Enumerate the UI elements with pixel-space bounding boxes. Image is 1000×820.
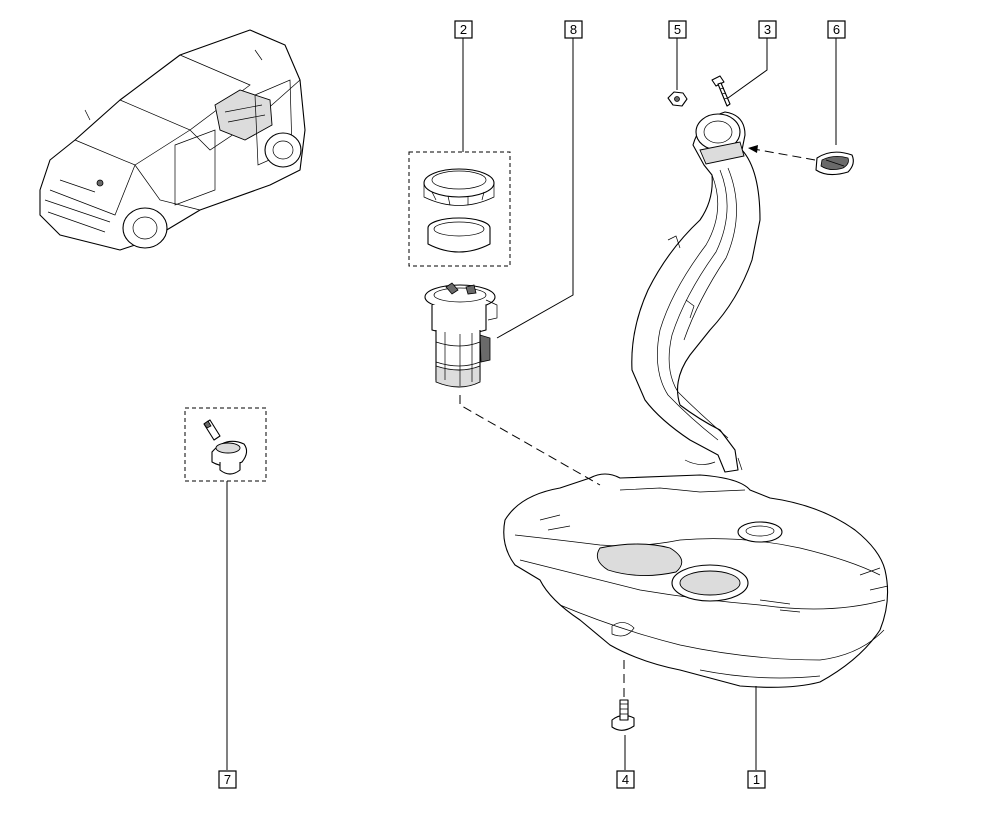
bolt	[611, 699, 635, 731]
assembly-guide-lines	[459, 145, 816, 700]
callout-5: 5	[668, 20, 687, 39]
callout-4-label: 4	[622, 772, 629, 787]
callout-1: 1	[747, 770, 766, 789]
callout-4: 4	[616, 770, 635, 789]
tank-seal	[427, 217, 491, 253]
part-2-group-box	[408, 151, 511, 267]
fuel-pump-module	[424, 282, 498, 388]
callout-2-label: 2	[460, 22, 467, 37]
locking-ring	[423, 168, 495, 206]
callout-6: 6	[827, 20, 846, 39]
fuel-tank	[503, 473, 889, 688]
callout-6-label: 6	[833, 22, 840, 37]
callout-7: 7	[218, 770, 237, 789]
callout-5-label: 5	[674, 22, 681, 37]
clip-and-grommet	[203, 419, 248, 475]
callout-8: 8	[564, 20, 583, 39]
callout-3-label: 3	[764, 22, 771, 37]
leader-lines	[226, 37, 837, 770]
callout-1-label: 1	[753, 772, 760, 787]
nut	[667, 91, 688, 107]
filler-cap	[815, 151, 854, 176]
callout-7-label: 7	[224, 772, 231, 787]
callout-3: 3	[758, 20, 777, 39]
callout-8-label: 8	[570, 22, 577, 37]
filler-neck-pipe	[631, 111, 761, 473]
screw	[711, 75, 731, 107]
callout-2: 2	[454, 20, 473, 39]
vehicle-locator-illustration	[39, 29, 306, 251]
direction-arrow	[748, 145, 758, 153]
